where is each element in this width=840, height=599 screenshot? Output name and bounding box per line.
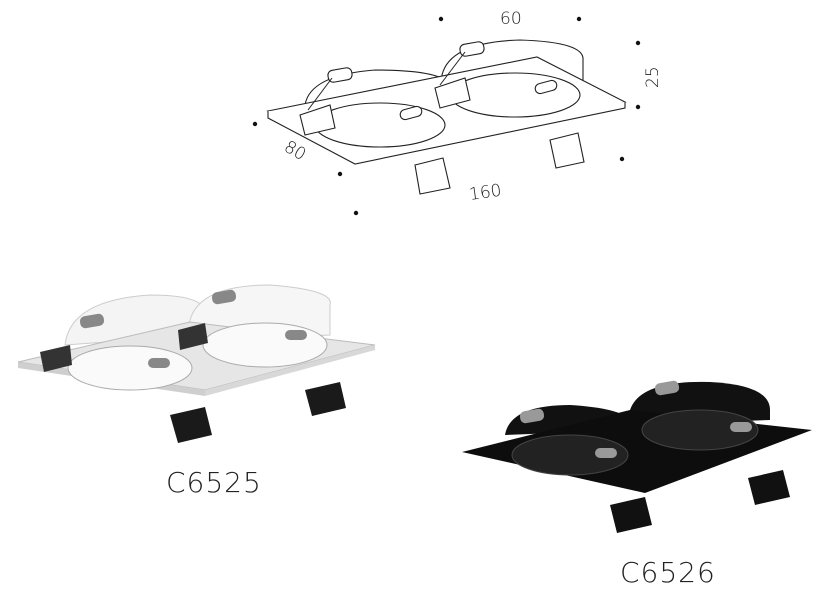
spring-icon (327, 67, 353, 83)
dimension-markers (252, 16, 641, 216)
driver-box-right (748, 470, 790, 505)
spring-icon (459, 41, 485, 57)
spring-wire (439, 51, 466, 86)
clip-right (434, 77, 471, 109)
technical-drawing: 60 25 80 160 (252, 9, 663, 216)
spring-icon (654, 380, 680, 396)
spring-icon (399, 105, 423, 121)
spring-wire (307, 77, 333, 111)
driver-box-left (170, 407, 212, 443)
spring-icon (211, 289, 237, 305)
spring-icon (730, 422, 752, 432)
dimension-width: 60 (500, 9, 522, 29)
driver-box-left (414, 157, 451, 195)
product-white-c6525: C6525 (17, 284, 376, 499)
driver-box-left (610, 497, 652, 533)
model-label-c6525: C6525 (166, 466, 262, 499)
dimension-height: 25 (643, 66, 663, 88)
spring-icon (79, 313, 105, 329)
spring-icon (519, 408, 545, 424)
ring-opening-right (449, 72, 581, 118)
dimension-depth: 80 (281, 137, 310, 165)
spring-icon (595, 448, 617, 458)
driver-box-right (305, 382, 346, 416)
spring-icon (148, 358, 170, 368)
spring-icon (534, 79, 558, 95)
dimension-length: 160 (468, 181, 503, 205)
driver-box-right (549, 132, 585, 169)
model-label-c6526: C6526 (620, 556, 716, 589)
clip-left (299, 104, 336, 136)
spring-icon (285, 330, 307, 340)
product-black-c6526: C6526 (462, 380, 812, 589)
